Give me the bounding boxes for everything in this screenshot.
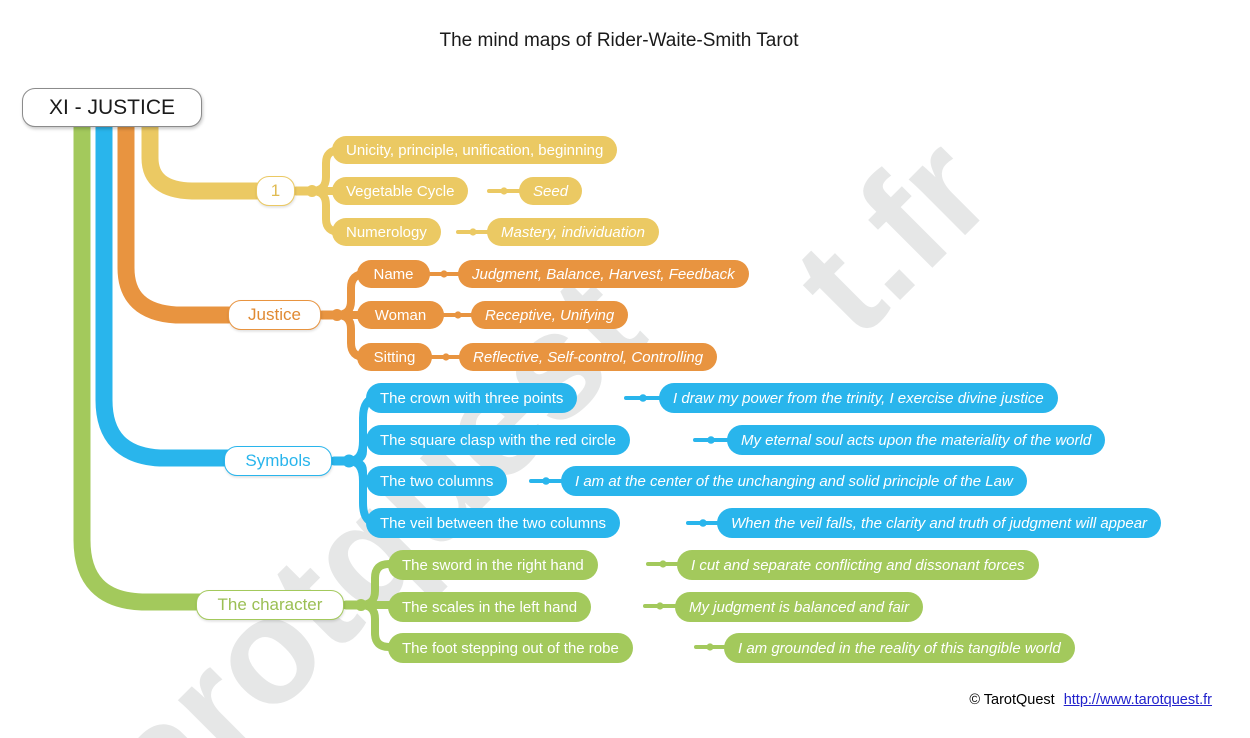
leaf-label: My judgment is balanced and fair [689, 598, 910, 616]
leaf-label: I am at the center of the unchanging and… [575, 472, 1013, 490]
leaf-veil-clarity[interactable]: When the veil falls, the clarity and tru… [717, 508, 1162, 538]
branch-head-symbols[interactable]: Symbols [224, 446, 332, 476]
node-sword-right-hand[interactable]: The sword in the right hand [388, 550, 598, 580]
leaf-foot-grounded-reality[interactable]: I am grounded in the reality of this tan… [724, 633, 1075, 663]
page-title: The mind maps of Rider-Waite-Smith Tarot [0, 30, 1250, 52]
tarotquest-link[interactable]: http://www.tarotquest.fr [1063, 692, 1212, 708]
leaf-square-clasp-soul[interactable]: My eternal soul acts upon the materialit… [727, 425, 1106, 455]
leaf-label: Judgment, Balance, Harvest, Feedback [472, 265, 735, 283]
leaf-sword-cut-separate[interactable]: I cut and separate conflicting and disso… [677, 550, 1039, 580]
node-label: Woman [374, 306, 427, 324]
node-label: The crown with three points [380, 389, 564, 407]
leaf-name-judgment[interactable]: Judgment, Balance, Harvest, Feedback [458, 260, 749, 288]
node-unicity-principle[interactable]: Unicity, principle, unification, beginni… [332, 136, 618, 164]
node-foot-stepping-robe[interactable]: The foot stepping out of the robe [388, 633, 633, 663]
leaf-two-columns-law[interactable]: I am at the center of the unchanging and… [561, 466, 1027, 496]
node-scales-left-hand[interactable]: The scales in the left hand [388, 592, 592, 622]
branch-head-numerology[interactable]: 1 [256, 176, 295, 206]
leaf-scales-balanced-fair[interactable]: My judgment is balanced and fair [675, 592, 924, 622]
leaf-crown-trinity[interactable]: I draw my power from the trinity, I exer… [659, 383, 1058, 413]
node-label: Unicity, principle, unification, beginni… [346, 141, 604, 159]
root-node-xi-justice[interactable]: XI - JUSTICE [22, 88, 202, 127]
node-label: The two columns [380, 472, 494, 490]
footer-credit: © TarotQuest http://www.tarotquest.fr [969, 692, 1212, 708]
node-label: Numerology [346, 223, 427, 241]
leaf-label: Receptive, Unifying [485, 306, 615, 324]
node-label: The veil between the two columns [380, 514, 606, 532]
leaf-woman-receptive[interactable]: Receptive, Unifying [471, 301, 629, 329]
node-square-clasp-red-circle[interactable]: The square clasp with the red circle [366, 425, 630, 455]
node-label: Vegetable Cycle [346, 182, 455, 200]
node-label: The square clasp with the red circle [380, 431, 616, 449]
branch-head-label: 1 [270, 181, 281, 200]
node-crown-three-points[interactable]: The crown with three points [366, 383, 578, 413]
page-title-text: The mind maps of Rider-Waite-Smith Tarot [439, 30, 799, 51]
leaf-numerology-mastery[interactable]: Mastery, individuation [487, 218, 659, 246]
leaf-label: Seed [533, 182, 569, 200]
branch-head-label: The character [217, 595, 323, 614]
leaf-label: I cut and separate conflicting and disso… [691, 556, 1025, 574]
root-node-label: XI - JUSTICE [48, 95, 175, 119]
node-woman[interactable]: Woman [357, 301, 444, 329]
leaf-label: I am grounded in the reality of this tan… [738, 639, 1061, 657]
branch-head-the-character[interactable]: The character [196, 590, 344, 620]
node-label: The scales in the left hand [402, 598, 578, 616]
node-vegetable-cycle[interactable]: Vegetable Cycle [332, 177, 469, 205]
branch-head-label: Symbols [245, 451, 311, 470]
branch-head-justice[interactable]: Justice [228, 300, 321, 330]
leaf-label: My eternal soul acts upon the materialit… [741, 431, 1092, 449]
node-label: The foot stepping out of the robe [402, 639, 619, 657]
leaf-label: Reflective, Self-control, Controlling [473, 348, 704, 366]
node-label: The sword in the right hand [402, 556, 584, 574]
leaf-label: When the veil falls, the clarity and tru… [731, 514, 1148, 532]
leaf-label: Mastery, individuation [501, 223, 645, 241]
leaf-sitting-reflective[interactable]: Reflective, Self-control, Controlling [459, 343, 718, 371]
copyright-text: © TarotQuest [969, 692, 1055, 708]
node-two-columns[interactable]: The two columns [366, 466, 508, 496]
branch-head-label: Justice [248, 305, 301, 324]
node-veil-between-columns[interactable]: The veil between the two columns [366, 508, 620, 538]
leaf-vegetable-cycle-seed[interactable]: Seed [519, 177, 583, 205]
leaf-label: I draw my power from the trinity, I exer… [673, 389, 1044, 407]
node-name[interactable]: Name [357, 260, 430, 288]
node-label: Sitting [373, 348, 416, 366]
node-numerology[interactable]: Numerology [332, 218, 441, 246]
node-sitting[interactable]: Sitting [357, 343, 432, 371]
node-label: Name [373, 265, 414, 283]
